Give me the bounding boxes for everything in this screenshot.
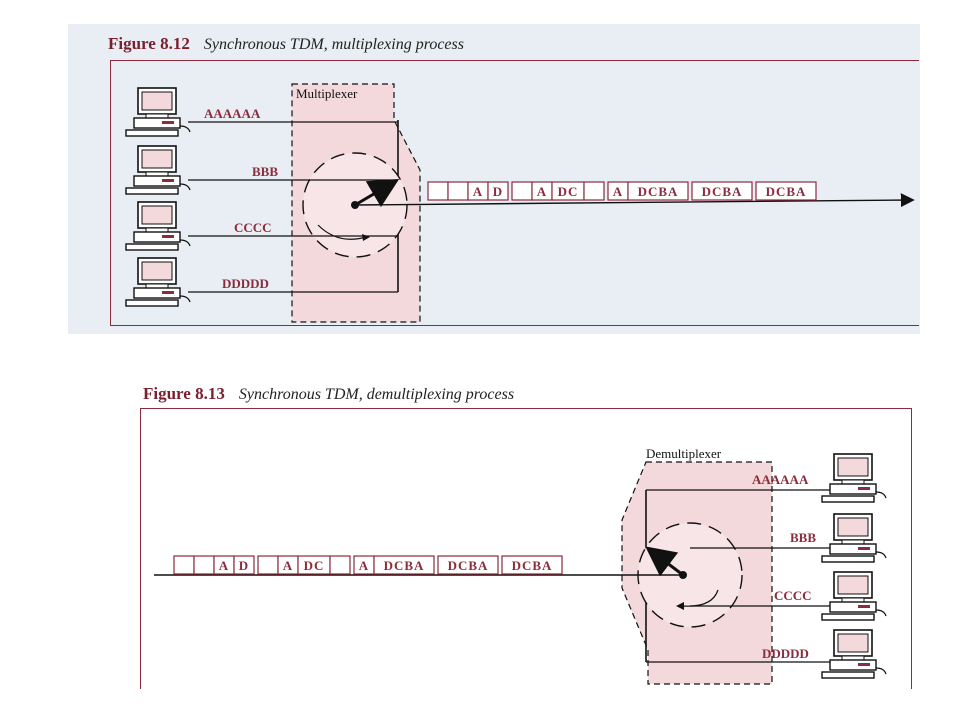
figure-813-caption: Synchronous TDM, demultiplexing process: [238, 386, 515, 403]
frame-slot-label: A: [219, 558, 229, 573]
frame-slot-label: A: [283, 558, 293, 573]
frame-slot: [173, 555, 195, 575]
computer-icon: [125, 201, 191, 251]
output-label-d: DDDDD: [762, 646, 809, 661]
frame-slot-label: A: [473, 184, 483, 199]
computer-icon: [821, 629, 887, 679]
figure-812-caption: Synchronous TDM, multiplexing process: [203, 36, 464, 53]
frame-slot: [373, 555, 435, 575]
multiplexer-device: Multiplexer: [291, 83, 421, 323]
computer-icon: [821, 453, 887, 503]
frame-slot: [257, 555, 279, 575]
frame-slot: [627, 181, 689, 201]
frame-slot: [501, 555, 563, 575]
frame-slot: [583, 181, 605, 201]
frame-slot: [755, 181, 817, 201]
computer-icon: [821, 513, 887, 563]
frame-slot-label: A: [537, 184, 547, 199]
input-label-b: BBB: [252, 164, 278, 179]
figure-813-number: Figure 8.13: [143, 384, 225, 403]
frame-slot: [437, 555, 499, 575]
frame-slot-label: DCBA: [384, 558, 425, 573]
frame-slot: [193, 555, 215, 575]
mux-output-link: [354, 193, 915, 208]
frame-slot-label: DCBA: [448, 558, 489, 573]
frame-slot: [447, 181, 469, 201]
frame-slot-label: A: [613, 184, 623, 199]
frame-slot-label: DC: [558, 184, 579, 199]
figure-813-title: Figure 8.13 Synchronous TDM, demultiplexi…: [143, 384, 514, 404]
figure-812-frame: [110, 60, 919, 326]
mux-input-lines: [188, 121, 398, 293]
frame-slot-label: DCBA: [638, 184, 679, 199]
input-label-d: DDDDD: [222, 276, 269, 291]
frame-slot-label: A: [359, 558, 369, 573]
output-label-b: BBB: [790, 530, 816, 545]
figure-812-background: [68, 24, 920, 334]
frame-slot: [691, 181, 753, 201]
frame-slot: [487, 181, 509, 201]
demultiplexer-label: Demultiplexer: [646, 446, 722, 461]
computer-icon: [821, 571, 887, 621]
frame-slot-label: DC: [304, 558, 325, 573]
figure-812-title: Figure 8.12 Synchronous TDM, multiplexing…: [108, 34, 464, 54]
demultiplexer-device: Demultiplexer: [621, 446, 773, 685]
output-label-a: AAAAAA: [752, 472, 809, 487]
input-label-a: AAAAAA: [204, 106, 261, 121]
computer-icon: [125, 145, 191, 195]
demux-computers: [821, 453, 887, 679]
figure-813-frame: [140, 408, 912, 689]
frame-slot-label: D: [493, 184, 503, 199]
computer-icon: [125, 257, 191, 307]
demux-output-labels: AAAAAA BBB CCCC DDDDD: [752, 472, 816, 661]
figure-812-number: Figure 8.12: [108, 34, 190, 53]
mux-computers: [125, 87, 191, 307]
frame-slot-label: D: [239, 558, 249, 573]
frame-slot: [329, 555, 351, 575]
frame-slot: [427, 181, 449, 201]
frame-slot-label: DCBA: [702, 184, 743, 199]
input-label-c: CCCC: [234, 220, 272, 235]
output-label-c: CCCC: [774, 588, 812, 603]
computer-icon: [125, 87, 191, 137]
frame-slot-label: DCBA: [766, 184, 807, 199]
frame-slot-label: DCBA: [512, 558, 553, 573]
frame-slot: [233, 555, 255, 575]
multiplexer-label: Multiplexer: [296, 86, 358, 101]
frame-slot: [511, 181, 533, 201]
demux-output-lines: [646, 489, 838, 663]
mux-input-labels: AAAAAA BBB CCCC DDDDD: [204, 106, 278, 291]
